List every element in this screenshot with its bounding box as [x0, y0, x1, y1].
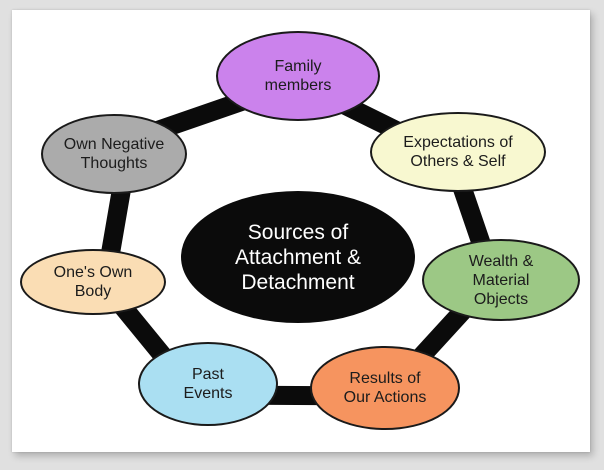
node-label-own-negative-thoughts: Own Negative Thoughts: [63, 136, 165, 172]
node-label-results: Results of Our Actions: [343, 370, 427, 406]
node-label-past-events: Past Events: [183, 366, 233, 402]
node-family-members: Family members: [216, 31, 380, 121]
node-label-ones-own-body: One's Own Body: [53, 264, 133, 300]
node-expectations-of-others-and-self: Expectations of Others & Self: [370, 112, 546, 192]
node-label-center: Sources of Attachment & Detachment: [234, 220, 362, 294]
node-results-of-our-actions: Results of Our Actions: [310, 346, 460, 430]
node-own-negative-thoughts: Own Negative Thoughts: [41, 114, 187, 194]
node-wealth-and-material-objects: Wealth & Material Objects: [422, 239, 580, 321]
node-past-events: Past Events: [138, 342, 278, 426]
node-center-sources-of-attachment: Sources of Attachment & Detachment: [181, 191, 415, 323]
node-ones-own-body: One's Own Body: [20, 249, 166, 315]
node-label-expectations: Expectations of Others & Self: [403, 134, 513, 170]
node-label-family-members: Family members: [264, 58, 332, 94]
node-label-wealth: Wealth & Material Objects: [468, 252, 534, 308]
diagram-canvas: Family members Expectations of Others & …: [12, 10, 590, 452]
